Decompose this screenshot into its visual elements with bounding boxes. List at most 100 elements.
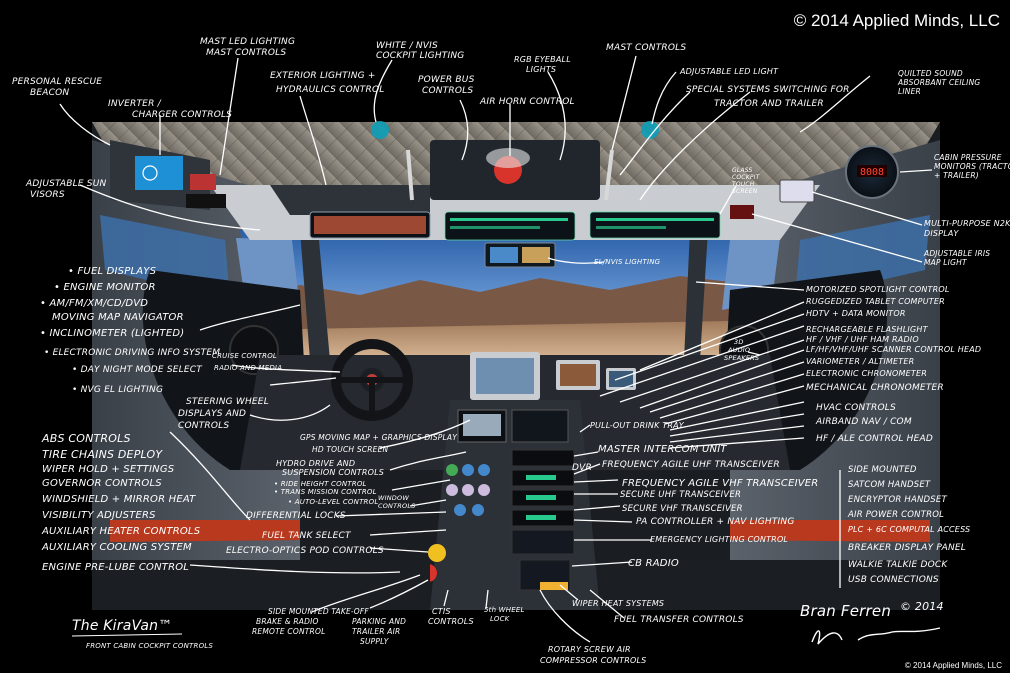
label-fuel-display: • FUEL DISPLAYS [68, 266, 157, 277]
label-gps-moving-map: GPS MOVING MAP + GRAPHICS DISPLAY [300, 433, 458, 442]
label-el-nvis: EL/NVIS LIGHTING [594, 258, 661, 266]
label-ruggedized-tablet: RUGGEDIZED TABLET COMPUTER [806, 297, 945, 306]
label-cruise-control: CRUISE CONTROL [212, 352, 277, 360]
label-lf-scanner: LF/HF/VHF/UHF SCANNER CONTROL HEAD [806, 345, 981, 354]
label-wiper-heat: WIPER HEAT SYSTEMS [572, 599, 664, 608]
label-mast-controls: MAST CONTROLS [606, 43, 686, 53]
label-engine-prelube: ENGINE PRE-LUBE CONTROL [42, 562, 189, 573]
label-airband: AIRBAND NAV / COM [815, 417, 912, 427]
steering-wheel [331, 339, 413, 421]
label-abs: ABS CONTROLS [41, 432, 131, 445]
gauge-readout: 8008 [860, 167, 884, 178]
label-variometer: VARIOMETER / ALTIMETER [806, 357, 914, 366]
label-tire-chains: TIRE CHAINS DEPLOY [42, 448, 163, 461]
cabin-photo: 8008 [92, 121, 940, 610]
label-satcom: SATCOM HANDSET [848, 480, 931, 490]
label-cb-radio: CB RADIO [628, 558, 679, 569]
label-visibility: VISIBILITY ADJUSTERS [42, 510, 156, 521]
label-electronic-driving: • ELECTRONIC DRIVING INFO SYSTEM [44, 348, 220, 358]
label-governor: GOVERNOR CONTROLS [42, 478, 162, 489]
label-am-fm: • AM/FM/XM/CD/DVD [40, 298, 148, 309]
signature-year: © 2014 [900, 600, 944, 613]
leader-lines [59, 55, 933, 643]
label-transmission: • TRANS MISSION CONTROL [274, 488, 377, 496]
label-side-mounted: SIDE MOUNTED [848, 465, 917, 475]
label-differential: DIFFERENTIAL LOCKS [246, 511, 346, 521]
label-master-intercom: MASTER INTERCOM UNIT [598, 444, 727, 455]
signature-scrawl [811, 627, 941, 645]
label-air-power: AIR POWER CONTROL [847, 510, 944, 520]
label-radio-media: RADIO AND MEDIA [214, 364, 282, 372]
knob-cluster [446, 464, 490, 516]
label-ride-height: • RIDE HEIGHT CONTROL [274, 480, 367, 488]
label-motorized-spotlight: MOTORIZED SPOTLIGHT CONTROL [806, 285, 950, 294]
label-walkie: WALKIE TALKIE DOCK [848, 560, 948, 570]
label-auto-level: • AUTO-LEVEL CONTROL [288, 498, 378, 506]
label-inverter-charger: INVERTER /CHARGER CONTROLS [108, 99, 232, 120]
label-dvr: DVR [572, 463, 592, 473]
label-fuel-tank: FUEL TANK SELECT [262, 531, 352, 541]
label-air-horn: AIR HORN CONTROL [479, 97, 575, 107]
work-subtitle: FRONT CABIN COCKPIT CONTROLS [86, 642, 213, 650]
label-auxiliary-heater: AUXILIARY HEATER CONTROLS [41, 526, 201, 537]
label-adjustable-led: ADJUSTABLE LED LIGHT [679, 67, 779, 76]
label-breaker: BREAKER DISPLAY PANEL [848, 543, 966, 553]
label-hf-ale: HF / ALE CONTROL HEAD [816, 434, 933, 444]
copyright-bottom: © 2014 Applied Minds, LLC [905, 661, 1002, 670]
label-secure-vhf: SECURE VHF TRANSCEIVER [622, 504, 743, 514]
label-nvg-el: • NVG EL LIGHTING [72, 385, 163, 395]
label-engine-monitor: • ENGINE MONITOR [54, 282, 156, 293]
label-windshield: WINDSHIELD + MIRROR HEAT [42, 494, 196, 505]
label-freq-agile-uhf: FREQUENCY AGILE UHF TRANSCEIVER [602, 460, 780, 470]
radio-stack [511, 449, 575, 591]
label-electro-optics: ELECTRO-OPTICS POD CONTROLS [226, 546, 384, 556]
label-hvac: HVAC CONTROLS [816, 403, 896, 413]
label-hd-touch: HD TOUCH SCREEN [312, 445, 389, 454]
label-auxiliary-cooling: AUXILIARY COOLING SYSTEM [41, 542, 192, 553]
label-wiper-hold: WIPER HOLD + SETTINGS [42, 464, 175, 475]
label-hf-radio: HF / VHF / UHF HAM RADIO [806, 335, 919, 344]
work-title: The KiraVan™ [72, 618, 172, 634]
label-hdtv: HDTV + DATA MONITOR [806, 309, 906, 318]
label-secure-uhf: SECURE UHF TRANSCEIVER [620, 490, 741, 500]
label-pull-out: PULL-OUT DRINK TRAY [590, 421, 685, 430]
copyright-top: © 2014 Applied Minds, LLC [794, 11, 1000, 30]
signature-author: Bran Ferren [800, 602, 891, 620]
label-encryptor: ENCRYPTOR HANDSET [848, 495, 947, 505]
label-plc: PLC + 6C COMPUTAL ACCESS [848, 525, 970, 534]
label-pa-controller: PA CONTROLLER + NAV LIGHTING [636, 517, 795, 527]
label-usb: USB CONNECTIONS [848, 575, 939, 585]
parking-brake-knob [428, 544, 446, 562]
label-exterior-lighting: EXTERIOR LIGHTING +HYDRAULICS CONTROL [270, 71, 384, 95]
label-inclinometer: • INCLINOMETER (LIGHTED) [40, 328, 184, 339]
inverter-screen [135, 156, 183, 190]
label-rechargeable-flashlight: RECHARGEABLE FLASHLIGHT [806, 325, 929, 334]
overhead-switch-grid [450, 218, 714, 229]
label-freq-agile-vhf: FREQUENCY AGILE VHF TRANSCEIVER [622, 478, 818, 489]
label-mechanical-chrono: MECHANICAL CHRONOMETER [806, 383, 944, 393]
label-fuel-transfer: FUEL TRANSFER CONTROLS [614, 615, 744, 625]
